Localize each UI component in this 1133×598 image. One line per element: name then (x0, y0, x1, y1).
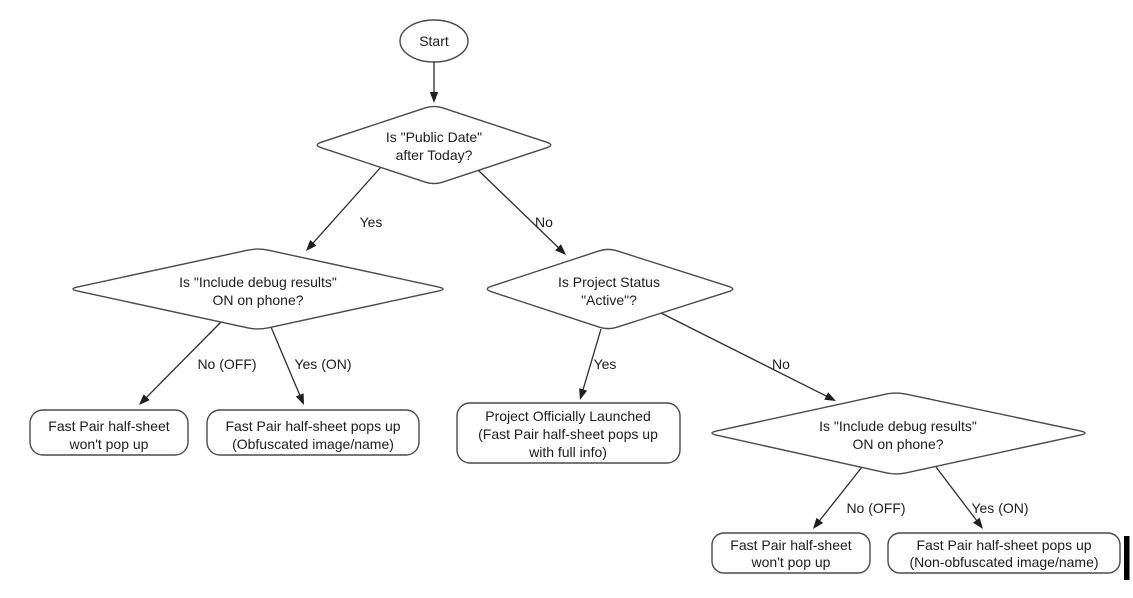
result-box (887, 532, 1121, 574)
arrowhead (555, 244, 566, 255)
node-obfuscated-popup: Fast Pair half-sheet pops up (Obfuscated… (206, 409, 420, 456)
edge-debug-right-yes-on (935, 466, 978, 522)
node-public-date-line1: Is "Public Date" (386, 129, 482, 145)
text-cursor-artifact (1124, 536, 1130, 580)
node-start-label: Start (419, 33, 449, 49)
node-project-status-line2: "Active"? (581, 292, 637, 308)
arrowhead (295, 393, 304, 405)
node-wont-popup-right: Fast Pair half-sheet won't pop up (711, 532, 871, 574)
edge-label-no-off: No (OFF) (197, 356, 256, 372)
node-wont-popup-right-line1: Fast Pair half-sheet (730, 537, 851, 553)
edge-label-yes: Yes (360, 214, 383, 230)
edge-label-yes-on: Yes (ON) (971, 500, 1028, 516)
node-non-obfuscated-popup: Fast Pair half-sheet pops up (Non-obfusc… (887, 532, 1121, 574)
node-project-launched: Project Officially Launched (Fast Pair h… (456, 402, 681, 464)
result-box (711, 532, 871, 574)
arrowhead (306, 240, 317, 251)
node-debug-right-line1: Is "Include debug results" (819, 418, 977, 434)
node-debug-right-line2: ON on phone? (852, 436, 943, 452)
arrowhead (973, 517, 983, 529)
node-debug-left-line2: ON on phone? (212, 292, 303, 308)
edge-label-no-off: No (OFF) (846, 500, 905, 516)
arrowhead (579, 388, 588, 400)
node-launched-line2: (Fast Pair half-sheet pops up (478, 426, 658, 442)
edge-label-no: No (535, 214, 553, 230)
node-obfuscated-line2: (Obfuscated image/name) (232, 436, 394, 452)
node-debug-left-line1: Is "Include debug results" (179, 274, 337, 290)
edges (139, 62, 983, 529)
edge-project-status-no (660, 312, 828, 398)
result-box (206, 409, 420, 456)
edge-debug-left-yes-on (270, 326, 301, 397)
node-wont-popup-right-line2: won't pop up (751, 554, 831, 570)
edge-public-date-no (477, 169, 560, 249)
edge-project-status-yes (582, 328, 602, 392)
arrowhead (429, 92, 439, 103)
decision-diamond (316, 105, 552, 185)
decision-diamond (72, 248, 444, 330)
edge-public-date-yes (311, 166, 382, 245)
edge-label-yes: Yes (594, 356, 617, 372)
node-wont-popup-left-line1: Fast Pair half-sheet (48, 418, 169, 434)
node-project-status-decision: Is Project Status "Active"? (486, 248, 734, 330)
node-wont-popup-left-line2: won't pop up (69, 436, 149, 452)
arrowhead (139, 394, 150, 405)
node-obfuscated-line1: Fast Pair half-sheet pops up (225, 418, 400, 434)
start-ellipse (399, 19, 469, 63)
decision-diamond (711, 392, 1086, 475)
decision-diamond (486, 248, 734, 330)
node-debug-left-decision: Is "Include debug results" ON on phone? (72, 248, 444, 330)
edge-labels: Yes No No (OFF) Yes (ON) Yes No No (OFF)… (197, 214, 1028, 516)
arrowhead (813, 517, 824, 529)
node-non-obfuscated-line1: Fast Pair half-sheet pops up (916, 537, 1091, 553)
result-box (456, 402, 681, 464)
node-non-obfuscated-line2: (Non-obfuscated image/name) (909, 554, 1098, 570)
arrowhead (824, 392, 836, 401)
node-launched-line3: with full info) (528, 444, 607, 460)
edge-debug-left-no-off (145, 321, 222, 399)
node-public-date-decision: Is "Public Date" after Today? (316, 105, 552, 185)
edge-debug-right-no-off (818, 466, 863, 522)
node-project-status-line1: Is Project Status (558, 274, 660, 290)
node-public-date-line2: after Today? (396, 147, 473, 163)
node-start: Start (399, 19, 469, 63)
node-launched-line1: Project Officially Launched (485, 408, 651, 424)
edge-label-no: No (772, 356, 790, 372)
node-debug-right-decision: Is "Include debug results" ON on phone? (711, 392, 1086, 475)
result-box (29, 409, 189, 456)
edge-label-yes-on: Yes (ON) (294, 356, 351, 372)
node-wont-popup-left: Fast Pair half-sheet won't pop up (29, 409, 189, 456)
